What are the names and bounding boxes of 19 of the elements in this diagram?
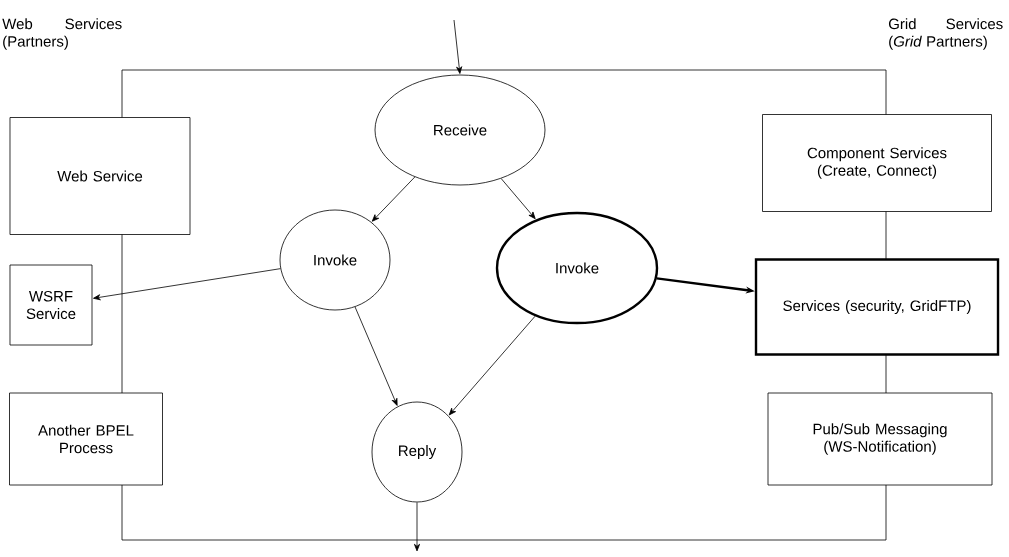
arrow bbox=[354, 306, 398, 406]
arrow bbox=[500, 178, 536, 220]
service-box: Services (security, GridFTP) bbox=[754, 258, 1000, 356]
ellipse-node: Receive bbox=[374, 74, 546, 186]
arrow bbox=[453, 19, 463, 74]
service-box: Pub/Sub Messaging (WS-Notification) bbox=[767, 392, 993, 486]
ellipse-node: Reply bbox=[371, 401, 463, 503]
arrow bbox=[371, 176, 416, 222]
ellipse-node: Invoke bbox=[279, 209, 391, 311]
service-box: Another BPEL Process bbox=[9, 392, 163, 486]
service-box: Web Service bbox=[9, 117, 191, 235]
heading-text: Web Services (Partners) bbox=[2, 18, 122, 50]
service-box: WSRF Service bbox=[9, 264, 93, 346]
arrow bbox=[414, 502, 420, 552]
arrow bbox=[93, 268, 281, 301]
service-box: Component Services (Create, Connect) bbox=[762, 114, 992, 212]
arrow bbox=[448, 315, 536, 416]
heading-text: Grid Services (Grid Partners) bbox=[888, 18, 1003, 50]
ellipse-node: Invoke bbox=[495, 211, 659, 325]
